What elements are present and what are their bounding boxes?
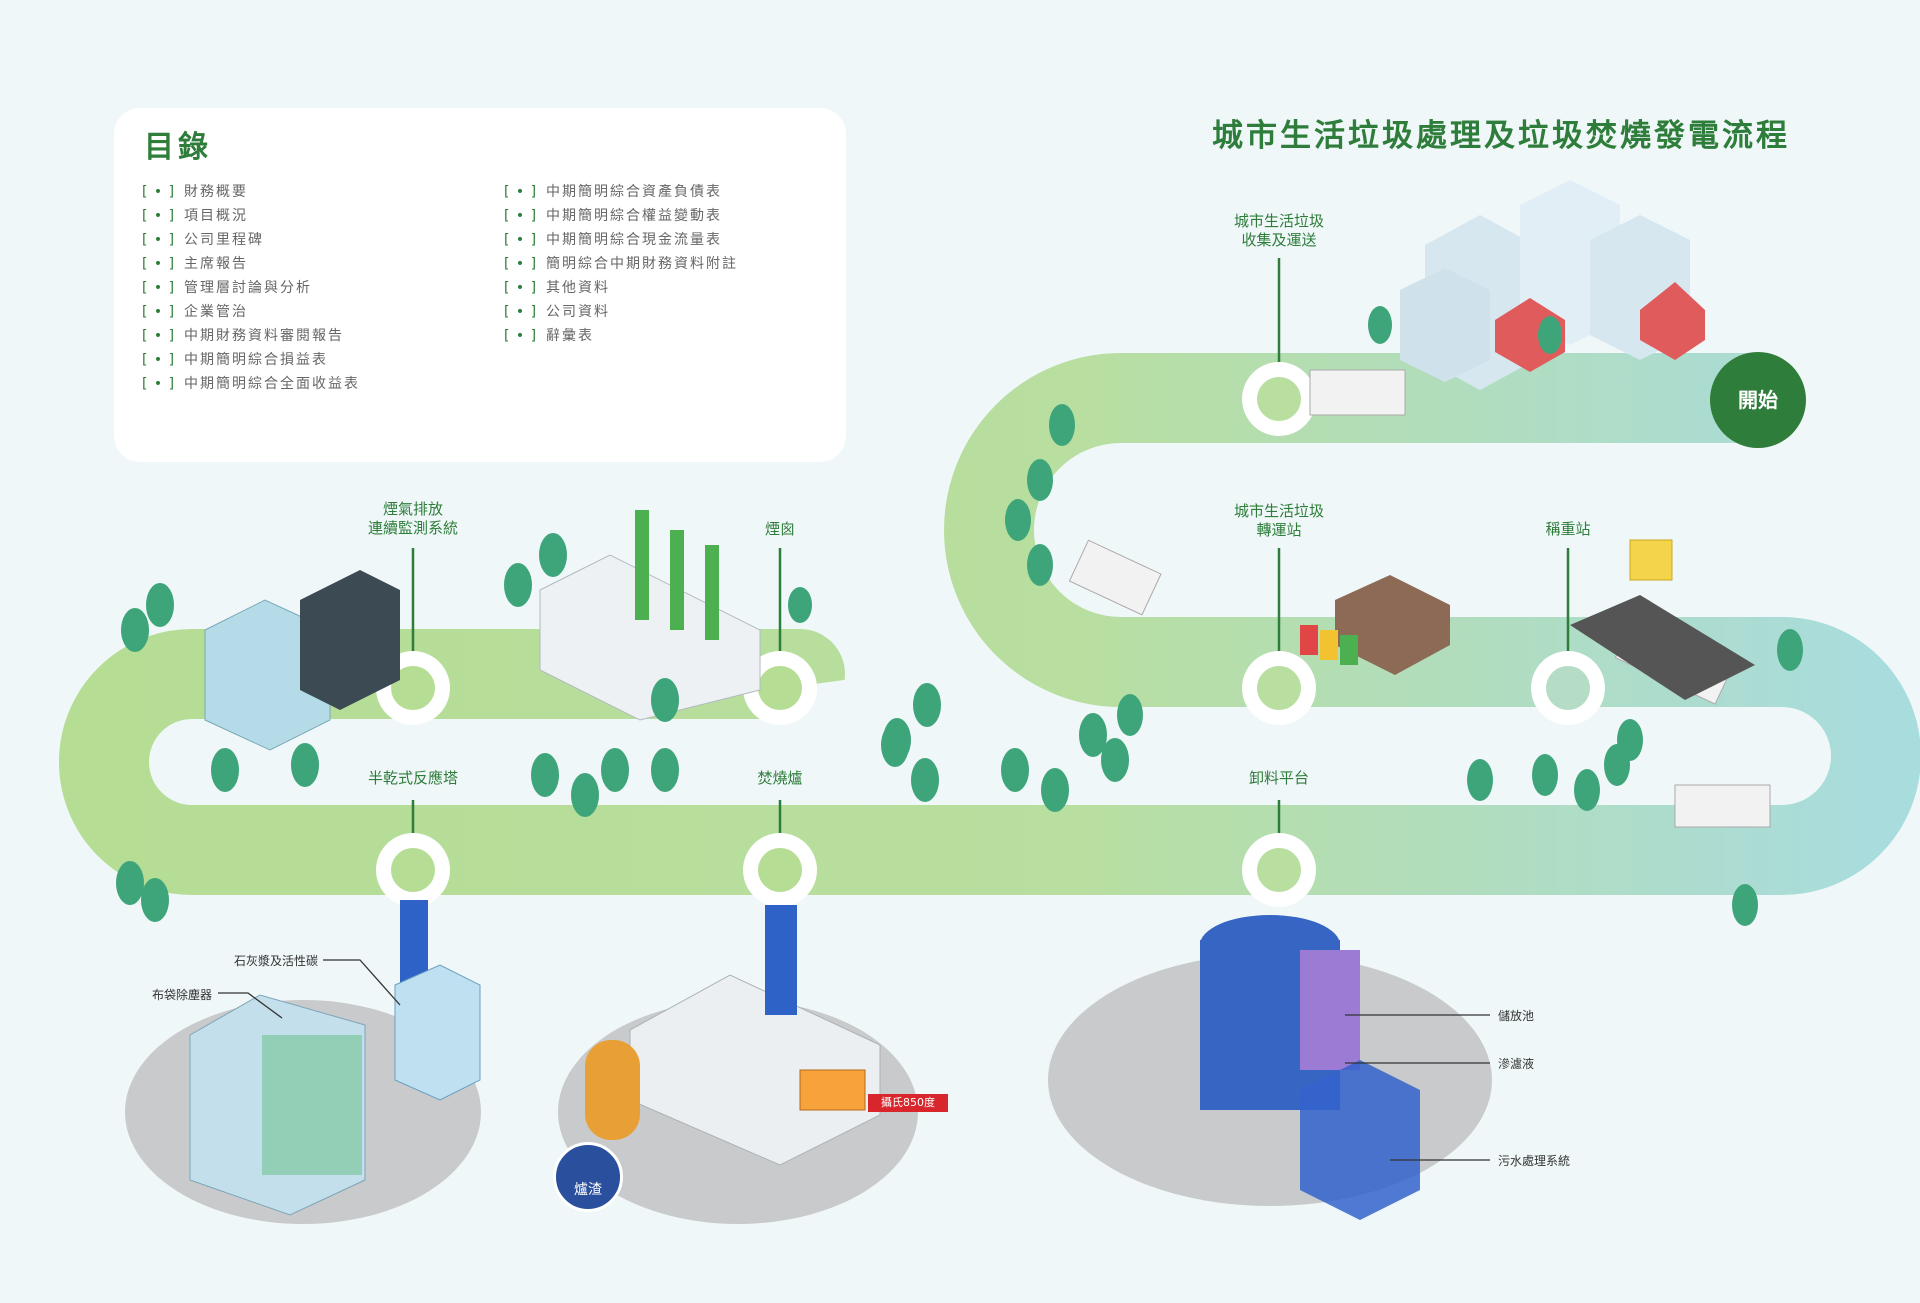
toc-item[interactable]: [ • ]中期簡明綜合權益變動表 [504,208,722,224]
stage-chimney-label: 煙囪 [764,520,796,538]
stage-connectors [411,258,1570,833]
toc-item[interactable]: [ • ]中期簡明綜合全面收益表 [142,376,360,392]
toc-panel: 目錄 [ • ]財務概要 [ • ]項目概況 [ • ]公司里程碑 [ • ]主… [114,108,846,462]
power-plant [539,510,761,721]
toc-item[interactable]: [ • ]其他資料 [504,280,610,296]
stage-incinerator-label: 焚燒爐 [757,769,803,787]
toc-left-list: [ • ]財務概要 [ • ]項目概況 [ • ]公司里程碑 [ • ]主席報告… [142,180,360,396]
city-buildings [1400,180,1705,390]
toc-item[interactable]: [ • ]管理層討論與分析 [142,280,312,296]
callout-wastewater: 污水處理系統 [1498,1154,1571,1168]
flow-path-band [59,353,1920,895]
toc-item[interactable]: [ • ]簡明綜合中期財務資料附註 [504,256,738,272]
callout-lime: 石灰漿及活性碳 [234,954,319,968]
toc-item[interactable]: [ • ]辭彙表 [504,328,594,344]
callout-lines [218,959,1490,1161]
trees [116,306,1803,926]
toc-item[interactable]: [ • ]中期簡明綜合損益表 [142,352,328,368]
toc-item[interactable]: [ • ]公司資料 [504,304,610,320]
toc-item[interactable]: [ • ]主席報告 [142,256,248,272]
callout-leachate: 滲濾液 [1498,1057,1535,1071]
storage-tank [1200,915,1420,1220]
stage-rings [376,362,1605,907]
toc-item[interactable]: [ • ]公司里程碑 [142,232,264,248]
toc-item[interactable]: [ • ]項目概況 [142,208,248,224]
callout-bag-filter: 布袋除塵器 [152,988,213,1002]
cems-equipment [204,570,400,751]
temperature-badge: 攝氏850度 [868,1094,948,1112]
start-badge: 開始 [1710,352,1806,448]
page-title: 城市生活垃圾處理及垃圾焚燒發電流程 [1212,118,1790,154]
stage-reaction-tower-label: 半乾式反應塔 [367,769,459,787]
stage-transfer-label: 城市生活垃圾 轉運站 [1233,502,1325,539]
weighbridge [1570,539,1755,700]
stage-unloading-label: 卸料平台 [1248,769,1310,787]
toc-item[interactable]: [ • ]財務概要 [142,184,248,200]
toc-title: 目錄 [144,130,212,165]
bag-filter [189,900,481,1216]
toc-item[interactable]: [ • ]中期簡明綜合現金流量表 [504,232,722,248]
transfer-station [1300,575,1450,675]
callout-storage: 儲放池 [1498,1009,1535,1023]
toc-item[interactable]: [ • ]中期財務資料審閱報告 [142,328,344,344]
toc-item[interactable]: [ • ]中期簡明綜合資產負債表 [504,184,722,200]
toc-right-list: [ • ]中期簡明綜合資產負債表 [ • ]中期簡明綜合權益變動表 [ • ]中… [504,180,738,348]
stage-cems-label: 煙氣排放 連續監測系統 [367,500,459,537]
incinerator [585,905,881,1166]
stage-collection-label: 城市生活垃圾 收集及運送 [1233,212,1325,249]
slag-badge: 爐渣 [553,1142,623,1212]
stage-weighbridge-label: 稱重站 [1545,520,1591,538]
toc-item[interactable]: [ • ]企業管治 [142,304,248,320]
